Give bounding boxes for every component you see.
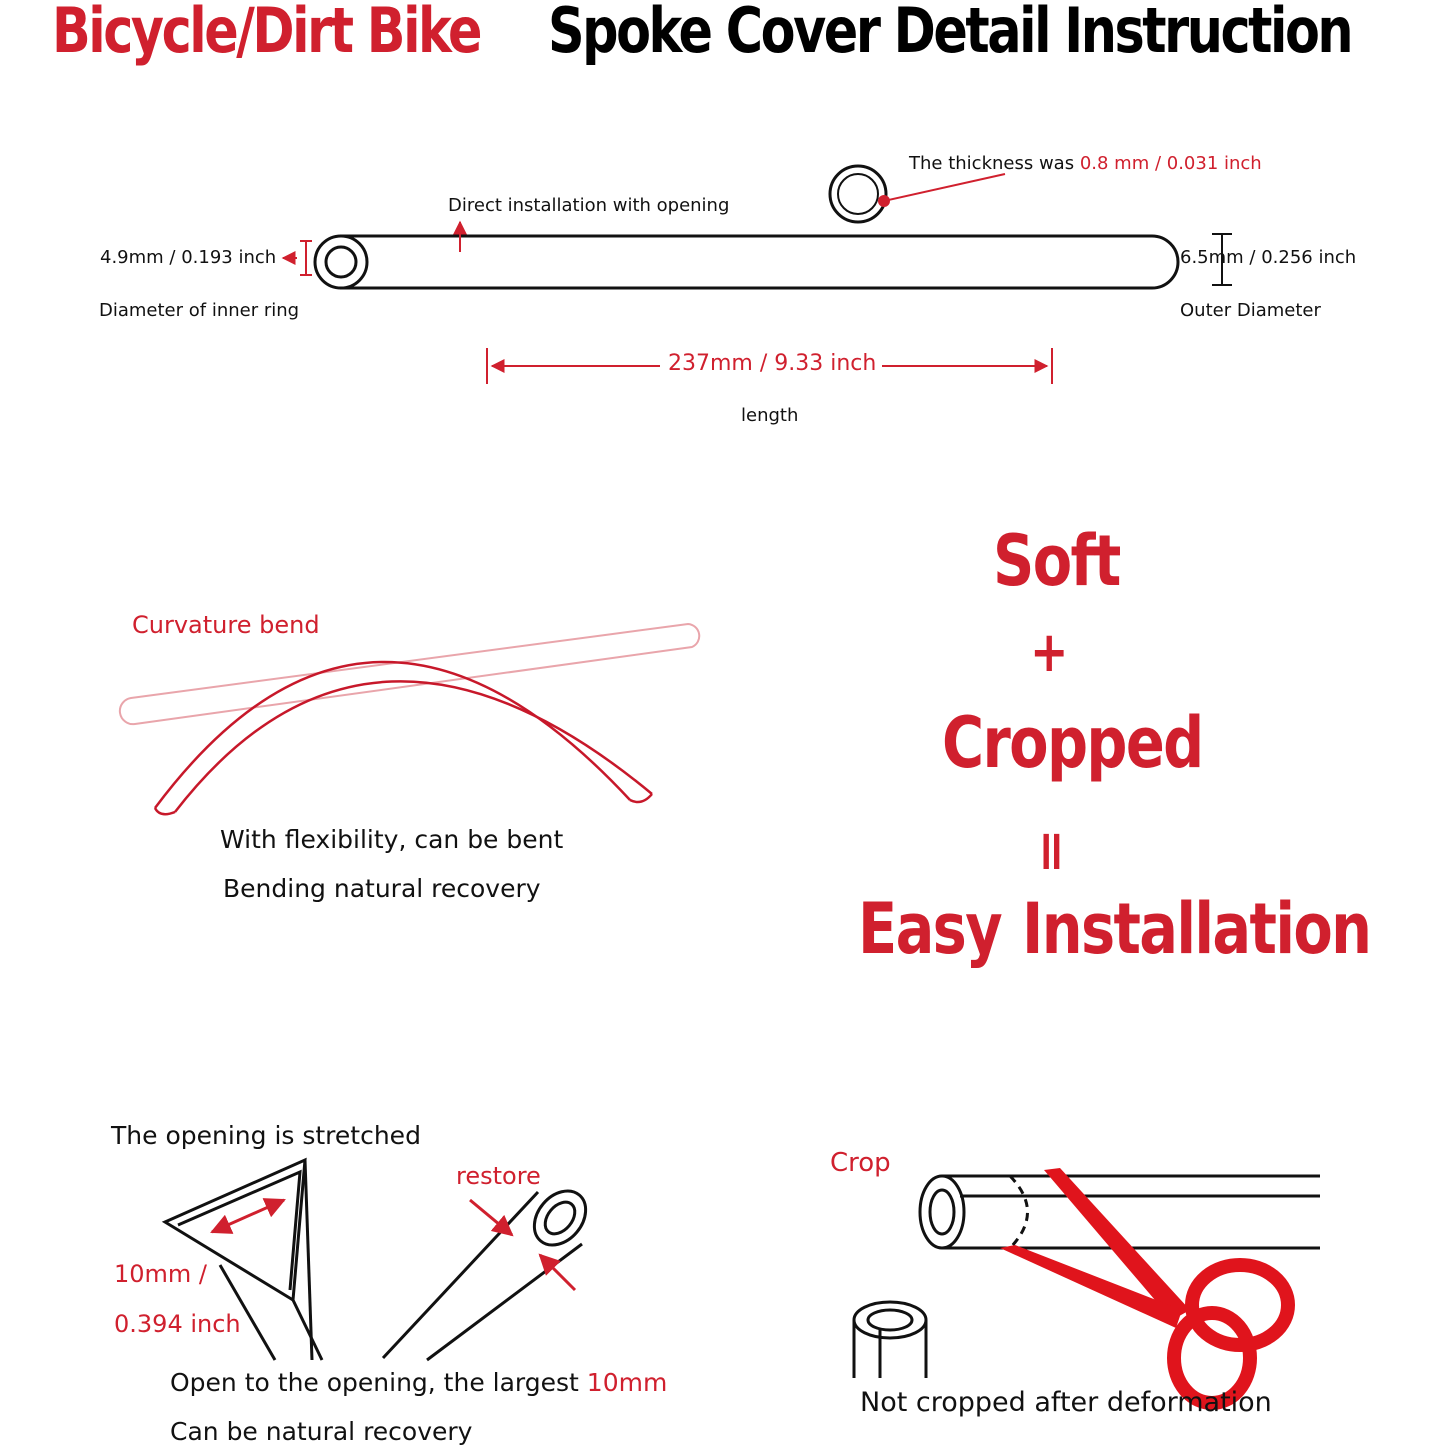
opening-max-prefix: Open to the opening, the largest <box>170 1368 587 1397</box>
length-dimension <box>486 348 1053 384</box>
outer-diameter-label: Outer Diameter <box>1180 300 1321 321</box>
short-tube-piece <box>852 1300 928 1378</box>
length-label: length <box>741 405 799 426</box>
straight-tube-ghost <box>118 622 701 726</box>
opening-dim-inch: 0.394 inch <box>114 1310 241 1338</box>
inner-diameter-marker <box>281 240 312 276</box>
slogan-soft: Soft <box>993 520 1121 602</box>
length-value: 237mm / 9.33 inch <box>668 351 877 376</box>
outer-diameter-value: 6.5mm / 0.256 inch <box>1180 247 1357 268</box>
inner-diameter-value: 4.9mm / 0.193 inch <box>100 247 277 268</box>
restored-tube <box>381 1189 588 1362</box>
restore-arrow-2 <box>538 1253 577 1292</box>
stretch-arrow <box>210 1198 286 1234</box>
slogan-equals: = <box>1025 828 1079 873</box>
title-part2: Spoke Cover Detail Instruction <box>548 0 1354 67</box>
not-cropped-caption: Not cropped after deformation <box>860 1387 1272 1418</box>
flexibility-line: With flexibility, can be bent <box>220 825 564 854</box>
curvature-bend-label: Curvature bend <box>132 611 320 639</box>
slogan-easy: Easy <box>858 888 1003 970</box>
crop-label: Crop <box>830 1148 891 1178</box>
title-part1: Bicycle/Dirt Bike <box>52 0 483 67</box>
restore-arrow-1 <box>469 1198 514 1237</box>
opening-stretched-label: The opening is stretched <box>111 1121 421 1150</box>
bent-tube <box>153 660 653 816</box>
tube-side-view <box>313 234 1180 290</box>
recovery-line: Bending natural recovery <box>223 874 541 903</box>
tube-cross-section <box>828 164 1006 224</box>
inner-diameter-label: Diameter of inner ring <box>99 300 300 321</box>
thickness-value: 0.8 mm / 0.031 inch <box>1079 153 1262 174</box>
slogan-plus: + <box>1030 620 1068 685</box>
slogan-installation: Installation <box>1022 888 1372 970</box>
thickness-label: The thickness was 0.8 mm / 0.031 inch <box>909 153 1262 174</box>
opening-label: Direct installation with opening <box>448 195 730 216</box>
thickness-prefix: The thickness was <box>909 153 1080 174</box>
opening-max-value: 10mm <box>586 1368 668 1397</box>
scissors-icon <box>1000 1168 1295 1410</box>
opening-max-line: Open to the opening, the largest 10mm <box>170 1368 667 1397</box>
slogan-cropped: Cropped <box>942 702 1204 784</box>
opening-dim-mm: 10mm / <box>114 1260 208 1288</box>
restore-label: restore <box>456 1162 541 1190</box>
opening-recovery-line: Can be natural recovery <box>170 1417 473 1446</box>
outer-diameter-marker <box>1212 233 1232 286</box>
